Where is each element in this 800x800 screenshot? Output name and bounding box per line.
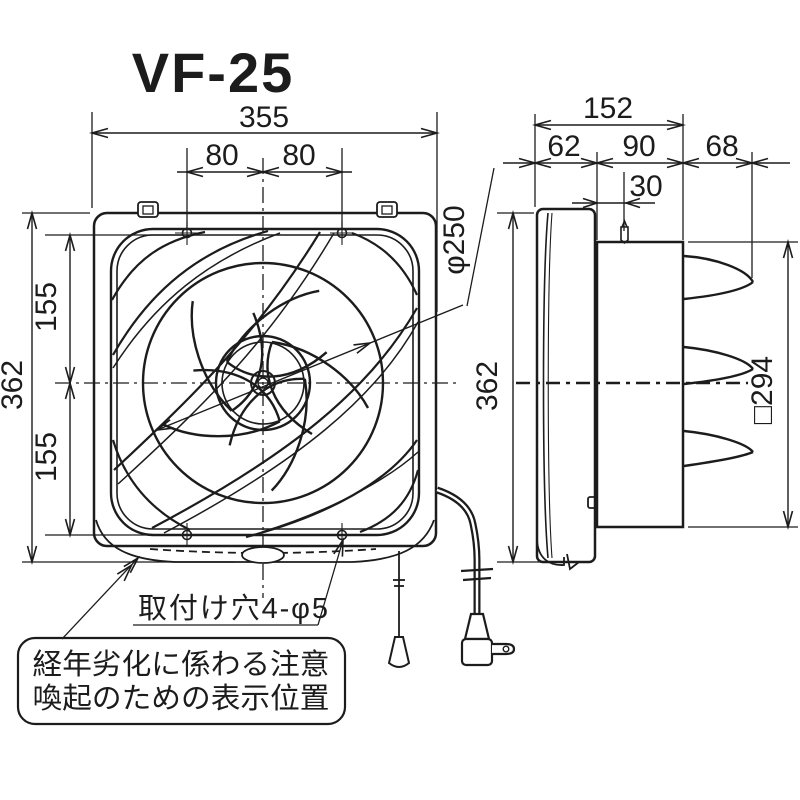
screw [620, 218, 629, 245]
mounting-hole-callout [133, 537, 344, 626]
side-dimensions [497, 114, 798, 565]
fan-circle [141, 261, 385, 505]
dim-screw-offset: 30 [629, 170, 662, 203]
latch-clip-right [376, 201, 398, 218]
bottom-oval [241, 546, 285, 564]
dim-depth-front: 62 [547, 130, 580, 163]
side-front-panel [535, 207, 597, 564]
power-cord [435, 486, 516, 667]
dim-side-height: 362 [471, 361, 504, 411]
model-title: VF-25 [132, 41, 295, 104]
dim-front-width: 355 [239, 101, 289, 134]
side-blades [683, 254, 755, 468]
grille-ribs [111, 229, 420, 539]
pull-cord [387, 551, 411, 668]
centerlines [55, 158, 748, 598]
warning-line1: 経年劣化に係わる注意 [33, 648, 330, 681]
dim-front-height: 362 [0, 360, 29, 410]
dim-body-square: □294 [746, 356, 779, 424]
dim-hole-offset-right: 80 [282, 139, 315, 172]
front-view [92, 201, 516, 668]
dim-fan-diameter: φ250 [438, 205, 471, 275]
front-dimensions [22, 112, 495, 565]
dim-hole-bottom: 155 [30, 432, 63, 482]
mounting-hole-label: 取付け穴4-φ5 [138, 592, 328, 625]
warning-box [16, 636, 347, 726]
aging-warning-callout [16, 555, 347, 726]
power-plug [460, 612, 516, 667]
warning-line2: 喚起のための表示位置 [33, 682, 330, 715]
front-frame [92, 211, 438, 548]
side-view [535, 207, 755, 571]
dim-hole-top: 155 [30, 282, 63, 332]
dim-blade-protrusion: 68 [705, 130, 738, 163]
dim-depth-body: 90 [622, 130, 655, 163]
dim-hole-offset-left: 80 [205, 139, 238, 172]
dim-depth-total: 152 [583, 92, 633, 125]
latch-clip-left [137, 201, 159, 218]
side-body [595, 240, 685, 529]
